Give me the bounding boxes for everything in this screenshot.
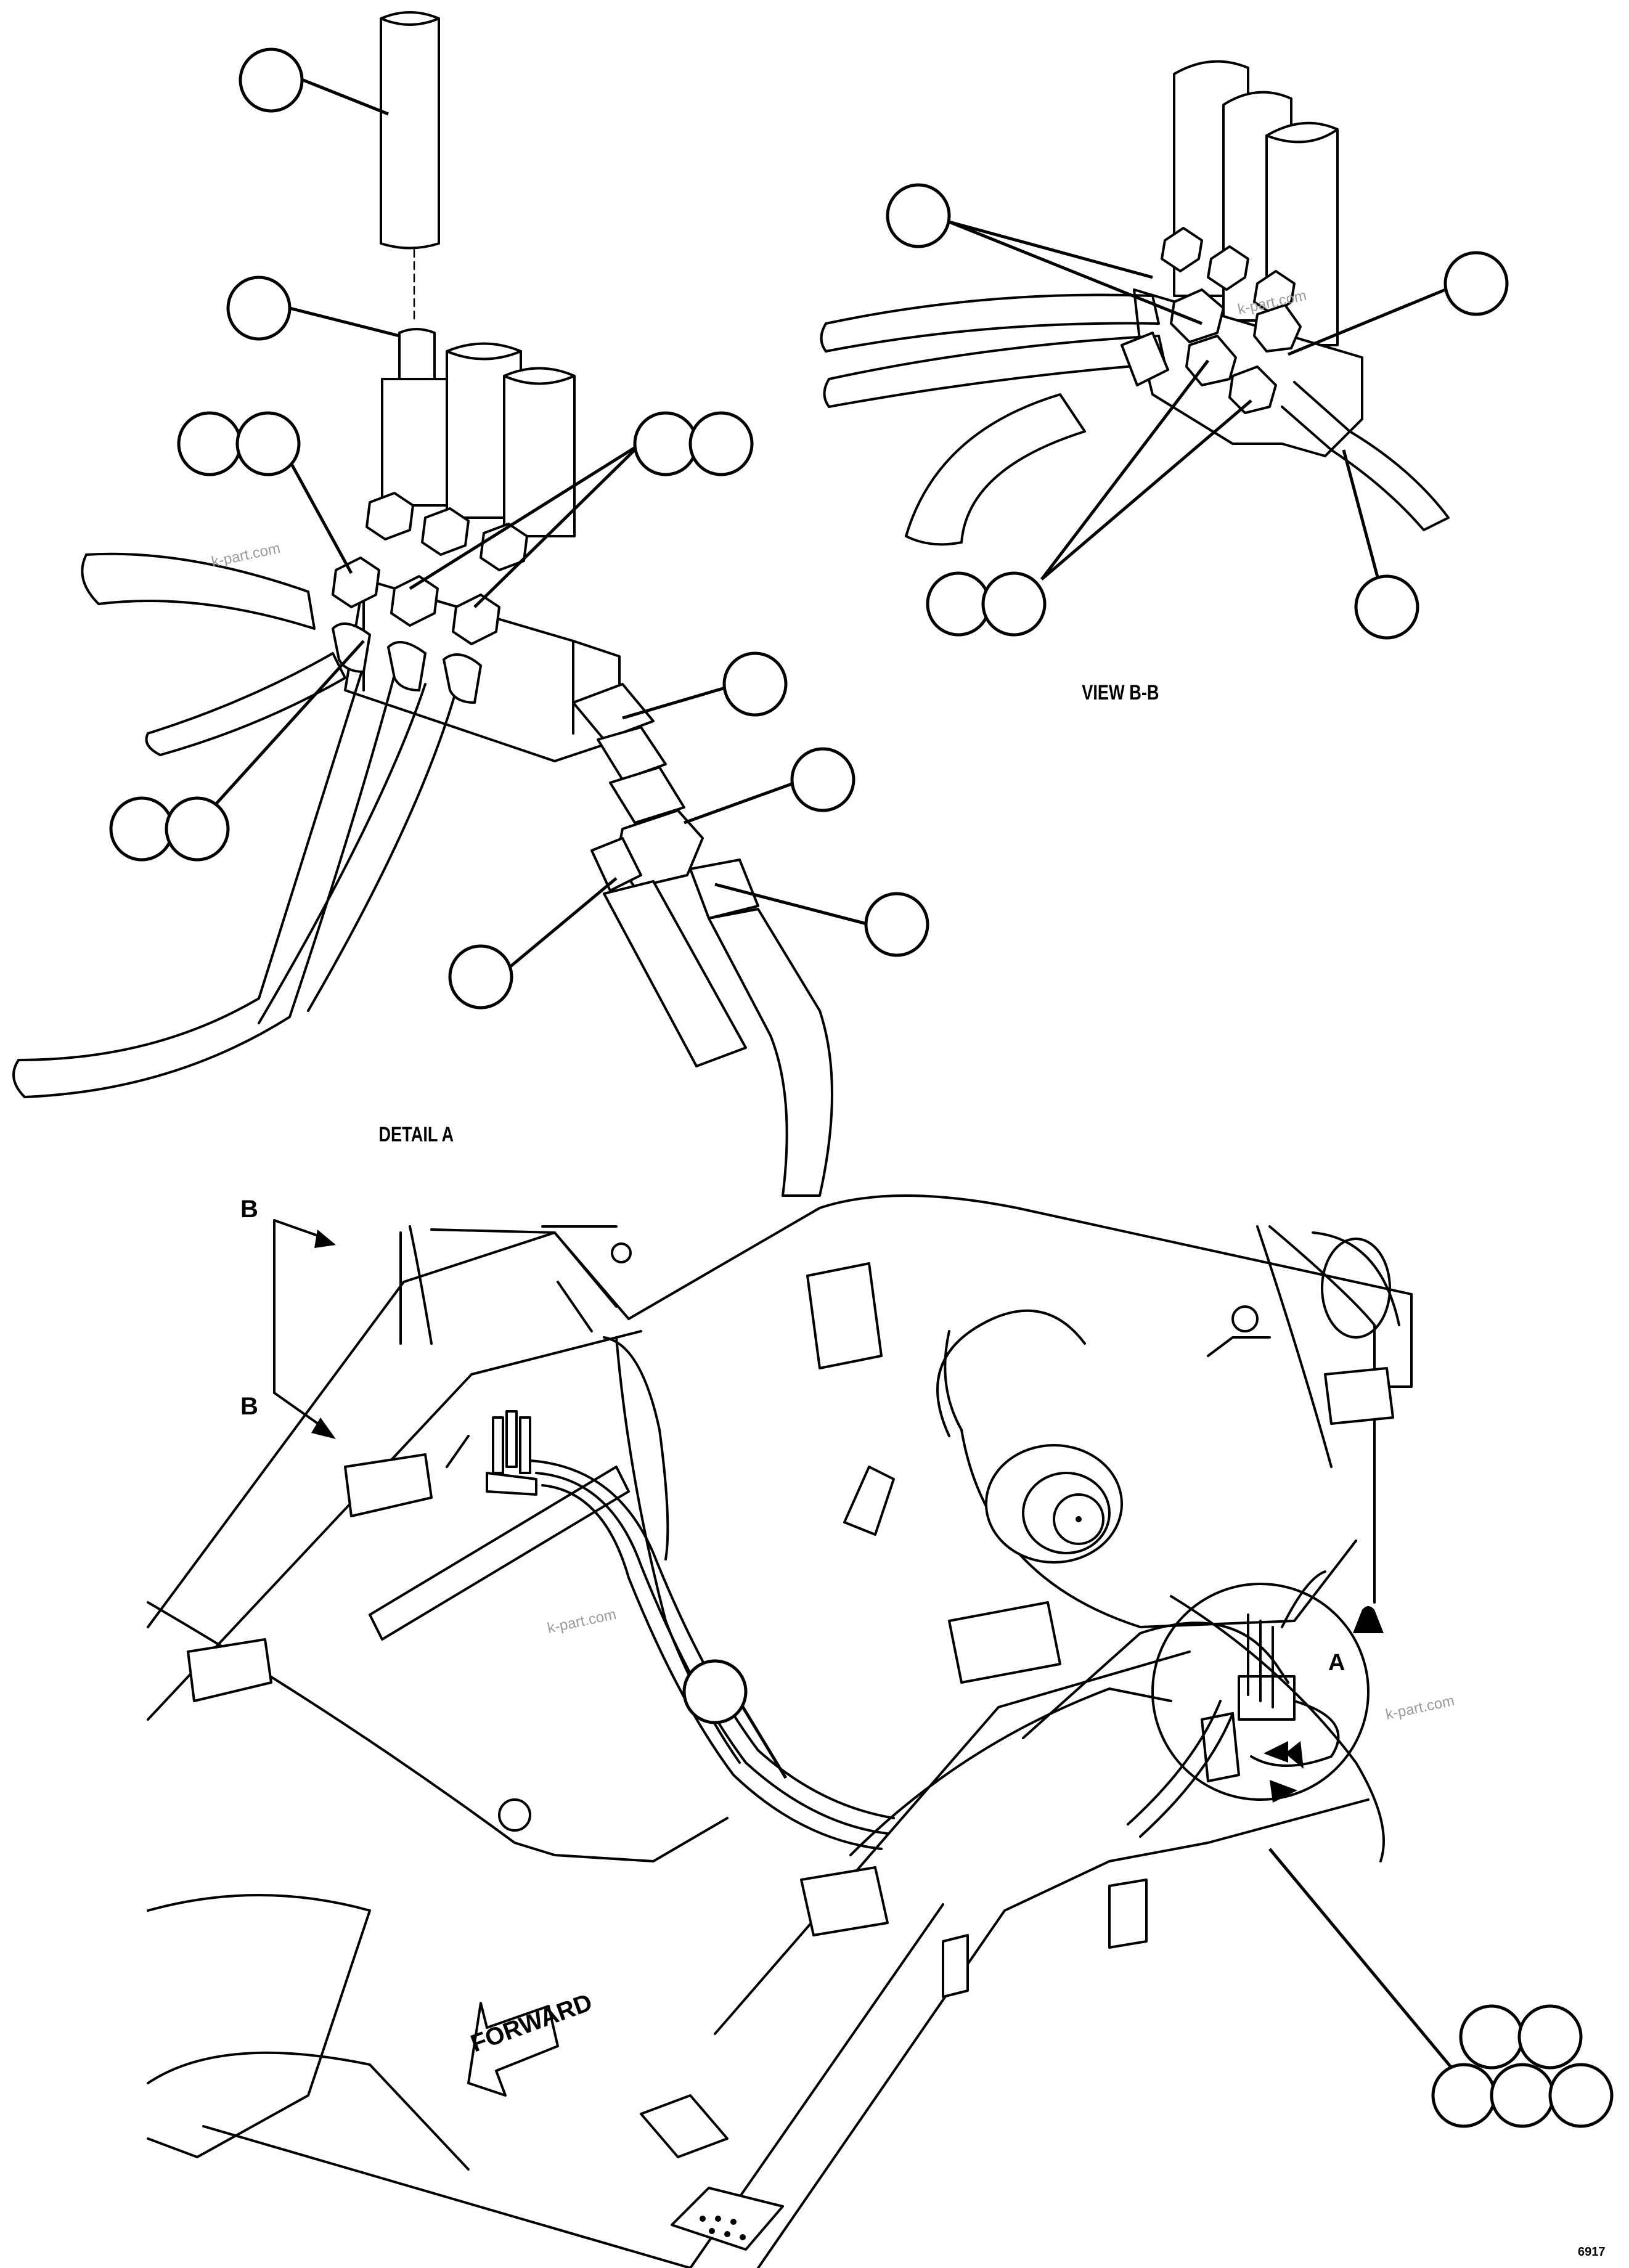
axle-hub	[936, 1231, 1400, 1564]
watermark: k-part.com	[1384, 1692, 1456, 1723]
section-arrow-icon	[314, 1230, 336, 1248]
main-view-balloons	[682, 1659, 1614, 2128]
item-balloon	[165, 796, 230, 862]
item-balloon	[981, 571, 1047, 637]
main-view: B B	[147, 1194, 1614, 2268]
item-balloon	[1517, 2004, 1583, 2070]
item-balloon	[1490, 2063, 1555, 2128]
item-balloon	[109, 796, 174, 862]
item-balloon	[226, 275, 292, 341]
pump-cylinders	[381, 328, 576, 537]
section-b-top: B	[240, 1196, 258, 1223]
item-balloon	[688, 411, 754, 476]
section-arrow-icon	[1353, 1606, 1384, 1633]
watermark: k-part.com	[210, 540, 282, 571]
section-b-arrows	[273, 1219, 336, 1439]
step-plate	[671, 2187, 784, 2251]
lube-pump-small	[486, 1410, 537, 1496]
item-balloon	[1548, 2063, 1614, 2128]
item-balloon	[1431, 2063, 1496, 2128]
detail-a-view: DETAIL A k-part.com	[12, 11, 929, 1197]
item-balloon	[926, 571, 991, 637]
item-balloon	[1459, 2004, 1524, 2070]
detail-a-balloons	[109, 47, 929, 1010]
view-bb-balloons	[886, 183, 1509, 640]
item-balloon	[1354, 574, 1419, 640]
item-balloon	[448, 944, 513, 1010]
detail-a-hoses	[12, 552, 482, 1098]
detail-callout-circle	[1151, 1583, 1370, 1801]
grease-cartridge	[380, 11, 440, 322]
item-balloon	[239, 47, 304, 113]
hex-fittings	[332, 492, 528, 645]
item-balloon	[886, 183, 951, 248]
detail-a-right-hoses	[590, 726, 833, 1197]
section-arrow-icon	[1285, 1741, 1304, 1769]
item-balloon	[633, 411, 698, 476]
item-balloon	[682, 1659, 748, 1724]
detail-a-callout	[1127, 1570, 1384, 1838]
mounting-brackets	[187, 1242, 1394, 2158]
item-balloon	[864, 892, 929, 957]
item-balloon	[235, 411, 301, 476]
forward-arrow-icon: FORWARD	[467, 1989, 596, 2097]
drawing-id: 6917	[1578, 2245, 1606, 2259]
section-arrow-icon	[1264, 1741, 1288, 1763]
section-b-bottom: B	[240, 1393, 258, 1420]
view-bb: VIEW B-B k-part.com	[820, 60, 1509, 704]
watermark: k-part.com	[546, 1606, 618, 1637]
view-bb-hoses	[820, 293, 1450, 546]
detail-a-reference: A	[1328, 1650, 1345, 1676]
view-bb-label: VIEW B-B	[1082, 680, 1159, 704]
item-balloon	[177, 411, 242, 476]
section-arrow-icon	[1270, 1780, 1297, 1803]
item-balloon	[722, 651, 788, 717]
detail-a-label: DETAIL A	[378, 1122, 454, 1146]
section-arrow-icon	[311, 1418, 336, 1439]
item-balloon	[1443, 251, 1509, 316]
item-balloon	[790, 747, 855, 812]
